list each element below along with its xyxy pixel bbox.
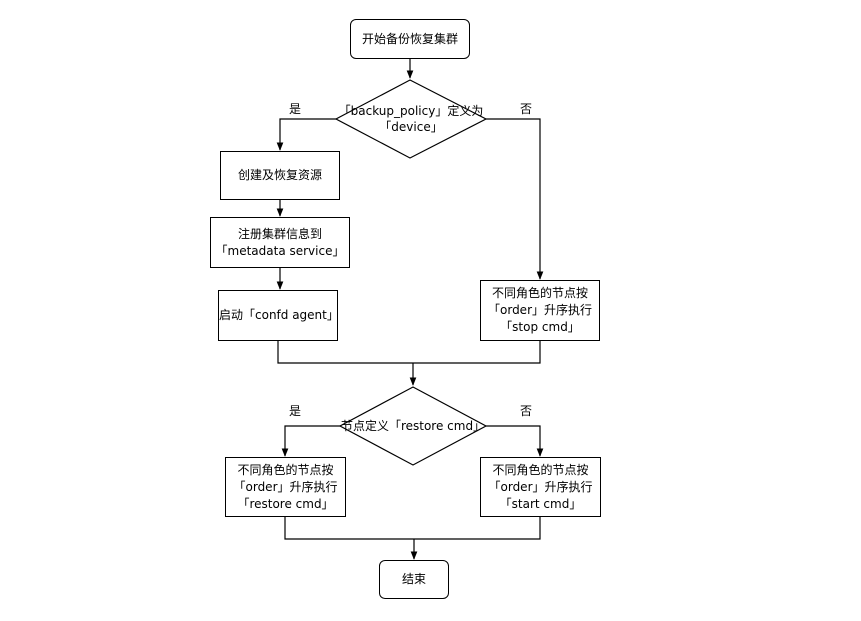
register-meta-label: 注册集群信息到 「metadata service」 — [215, 226, 345, 258]
edge-policy-yes — [276, 118, 336, 151]
edge-restorecmd-merge — [284, 517, 414, 540]
edge-policy-no — [486, 118, 544, 280]
create-restore-label: 创建及恢复资源 — [237, 168, 322, 182]
decision-restore-shape — [338, 386, 488, 466]
start-node: 开始备份恢复集群 — [350, 19, 470, 59]
start-cmd-node: 不同角色的节点按 「order」升序执行 「start cmd」 — [480, 457, 601, 517]
edge-confd-merge — [277, 341, 413, 364]
end-node: 结束 — [379, 560, 449, 599]
edge-stop-merge — [413, 341, 541, 364]
edge-label-restore-yes: 是 — [289, 404, 302, 418]
stop-cmd-node: 不同角色的节点按 「order」升序执行 「stop cmd」 — [480, 280, 600, 341]
restore-cmd-node: 不同角色的节点按 「order」升序执行 「restore cmd」 — [225, 457, 346, 517]
edge-label-restore-no: 否 — [520, 404, 533, 418]
edge-restore-yes — [281, 425, 340, 457]
edge-label-policy-yes: 是 — [289, 102, 302, 116]
edge-label-policy-no: 否 — [520, 102, 533, 116]
register-meta-node: 注册集群信息到 「metadata service」 — [210, 217, 350, 268]
edge-restore-no — [486, 425, 544, 457]
end-node-label: 结束 — [401, 572, 426, 586]
edge-startcmd-merge — [414, 517, 541, 540]
start-confd-node: 启动「confd agent」 — [218, 290, 339, 341]
decision-policy-shape — [334, 79, 488, 159]
start-confd-label: 启动「confd agent」 — [219, 308, 339, 322]
stop-cmd-label: 不同角色的节点按 「order」升序执行 「stop cmd」 — [488, 286, 592, 334]
start-node-label: 开始备份恢复集群 — [361, 31, 458, 46]
decision-policy-label: 「backup_policy」定义为 「device」 — [338, 104, 484, 134]
start-cmd-label: 不同角色的节点按 「order」升序执行 「start cmd」 — [488, 462, 593, 511]
restore-cmd-label: 不同角色的节点按 「order」升序执行 「restore cmd」 — [233, 462, 338, 511]
create-restore-node: 创建及恢复资源 — [220, 151, 340, 200]
decision-restore-label: 节点定义「restore cmd」 — [340, 419, 486, 433]
